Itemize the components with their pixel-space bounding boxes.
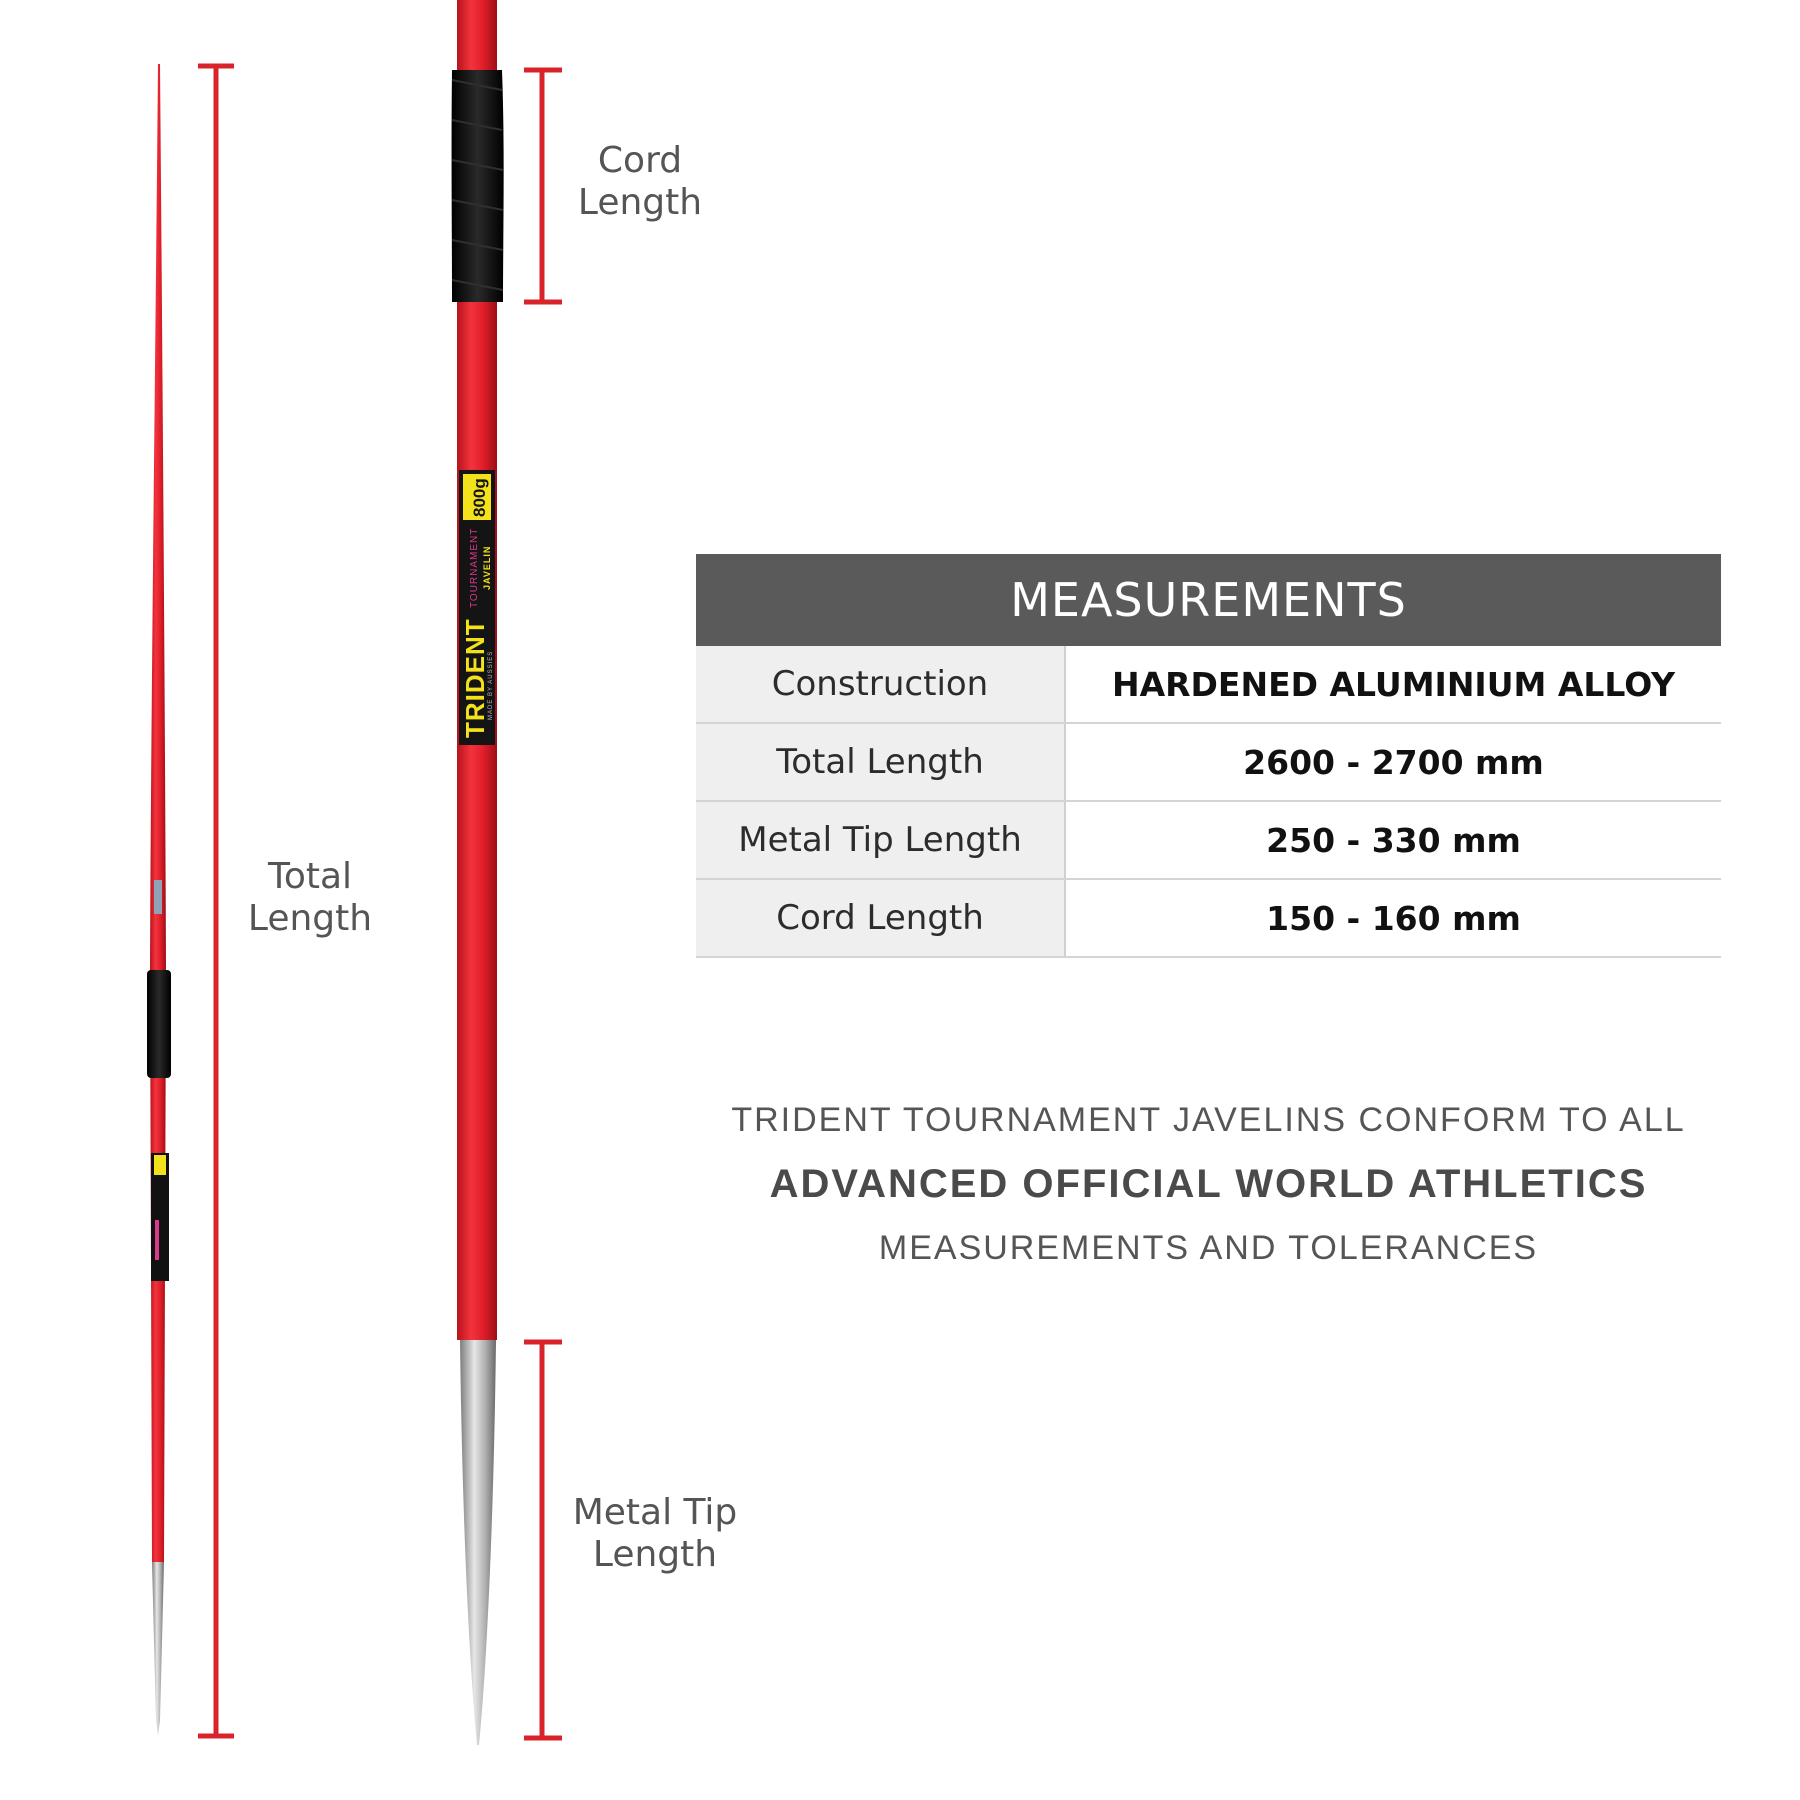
conformity-line-1: TRIDENT TOURNAMENT JAVELINS CONFORM TO A… (731, 1101, 1686, 1139)
metal-tip-length-label-line1: Metal Tip (572, 1492, 738, 1533)
metal-tip-length-bracket (524, 1339, 562, 1741)
full-javelin (147, 64, 171, 1736)
origin-text: MADE BY AUSSIES (488, 651, 494, 720)
brand-logo-text: TRIDENT (460, 618, 490, 738)
weight-label: 800g (470, 478, 489, 517)
cord-length-label-line1: Cord (597, 140, 683, 181)
full-javelin-cord (147, 970, 171, 1078)
total-length-label-line1: Total (267, 856, 353, 897)
zoomed-javelin-brand-label: 800g TRIDENT TOURNAMENT JAVELIN MADE BY … (459, 470, 495, 745)
cord-length-bracket (524, 67, 562, 305)
row-label: Cord Length (696, 880, 1066, 956)
model-text: TOURNAMENT (469, 528, 480, 608)
cord-length-label: Cord Length (560, 140, 720, 224)
row-label: Construction (696, 646, 1066, 722)
zoomed-javelin-cord (451, 70, 504, 302)
measurements-table-title: MEASUREMENTS (696, 554, 1721, 646)
conformity-line-2: ADVANCED OFFICIAL WORLD ATHLETICS (769, 1162, 1648, 1206)
table-row-total-length: Total Length 2600 - 2700 mm (696, 724, 1721, 802)
total-length-label-line2: Length (247, 898, 373, 939)
metal-tip-length-label: Metal Tip Length (560, 1492, 750, 1576)
full-javelin-metal-tip (152, 1562, 164, 1736)
total-length-bracket (198, 63, 234, 1739)
row-value: 150 - 160 mm (1066, 880, 1721, 956)
table-row-construction: Construction HARDENED ALUMINIUM ALLOY (696, 646, 1721, 724)
row-value: 2600 - 2700 mm (1066, 724, 1721, 800)
type-text: JAVELIN (482, 546, 492, 590)
cord-length-label-line2: Length (577, 182, 703, 223)
row-value: 250 - 330 mm (1066, 802, 1721, 878)
row-label: Metal Tip Length (696, 802, 1066, 878)
zoomed-javelin: 800g TRIDENT TOURNAMENT JAVELIN MADE BY … (451, 0, 504, 1745)
total-length-label: Total Length (230, 856, 390, 940)
table-row-metal-tip-length: Metal Tip Length 250 - 330 mm (696, 802, 1721, 880)
row-value: HARDENED ALUMINIUM ALLOY (1066, 646, 1721, 722)
zoomed-javelin-metal-tip (460, 1340, 496, 1745)
table-row-cord-length: Cord Length 150 - 160 mm (696, 880, 1721, 958)
metal-tip-length-label-line2: Length (592, 1534, 718, 1575)
measurements-table: MEASUREMENTS Construction HARDENED ALUMI… (696, 554, 1721, 958)
row-label: Total Length (696, 724, 1066, 800)
conformity-note: TRIDENT TOURNAMENT JAVELINS CONFORM TO A… (696, 1100, 1721, 1268)
conformity-line-3: MEASUREMENTS AND TOLERANCES (878, 1229, 1539, 1267)
